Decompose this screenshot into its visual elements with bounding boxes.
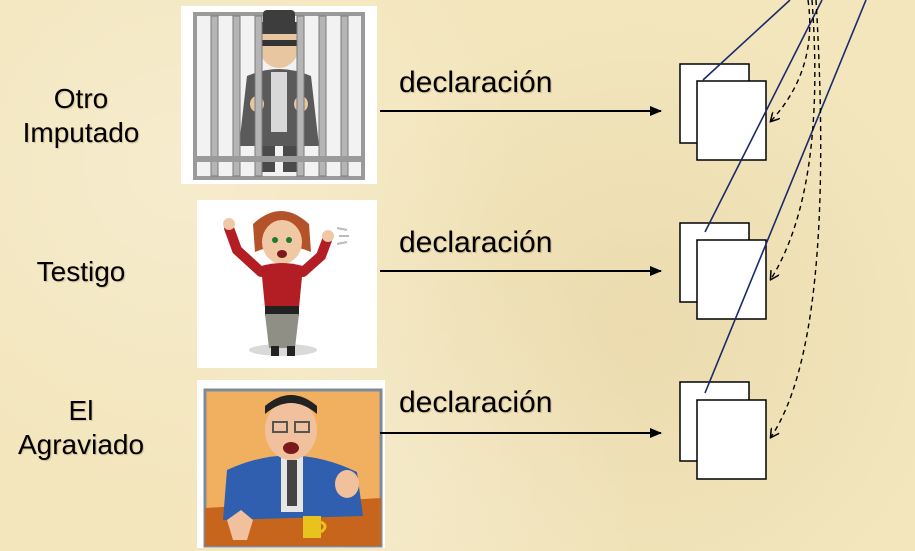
document-stack-2 (679, 222, 767, 320)
angry-man-at-desk-icon (197, 380, 385, 548)
row-label-el-agraviado: El Agraviado (16, 394, 146, 462)
label-line: Otro (53, 83, 109, 114)
row-label-otro-imputado: Otro Imputado (16, 82, 146, 150)
document-stack-3 (679, 381, 767, 480)
document-stack-1 (679, 63, 767, 161)
prisoner-behind-bars-icon (181, 6, 377, 184)
label-line: El (68, 395, 94, 426)
arrow-label-2: declaración (399, 226, 553, 259)
arrow-label-3: declaración (399, 386, 553, 419)
dashed-arrow-1 (771, 0, 811, 121)
label-line: Imputado (22, 117, 140, 148)
dashed-arrow-2 (771, 0, 816, 279)
link-line-2 (704, 0, 823, 233)
label-line: Testigo (36, 256, 126, 287)
link-line-1 (702, 0, 791, 81)
dashed-arrow-3 (771, 0, 822, 437)
label-line: Agraviado (17, 429, 145, 460)
arrow-label-1: declaración (399, 66, 553, 99)
link-line-3 (704, 0, 867, 394)
distressed-woman-icon (197, 200, 377, 368)
row-label-testigo: Testigo (16, 255, 146, 289)
